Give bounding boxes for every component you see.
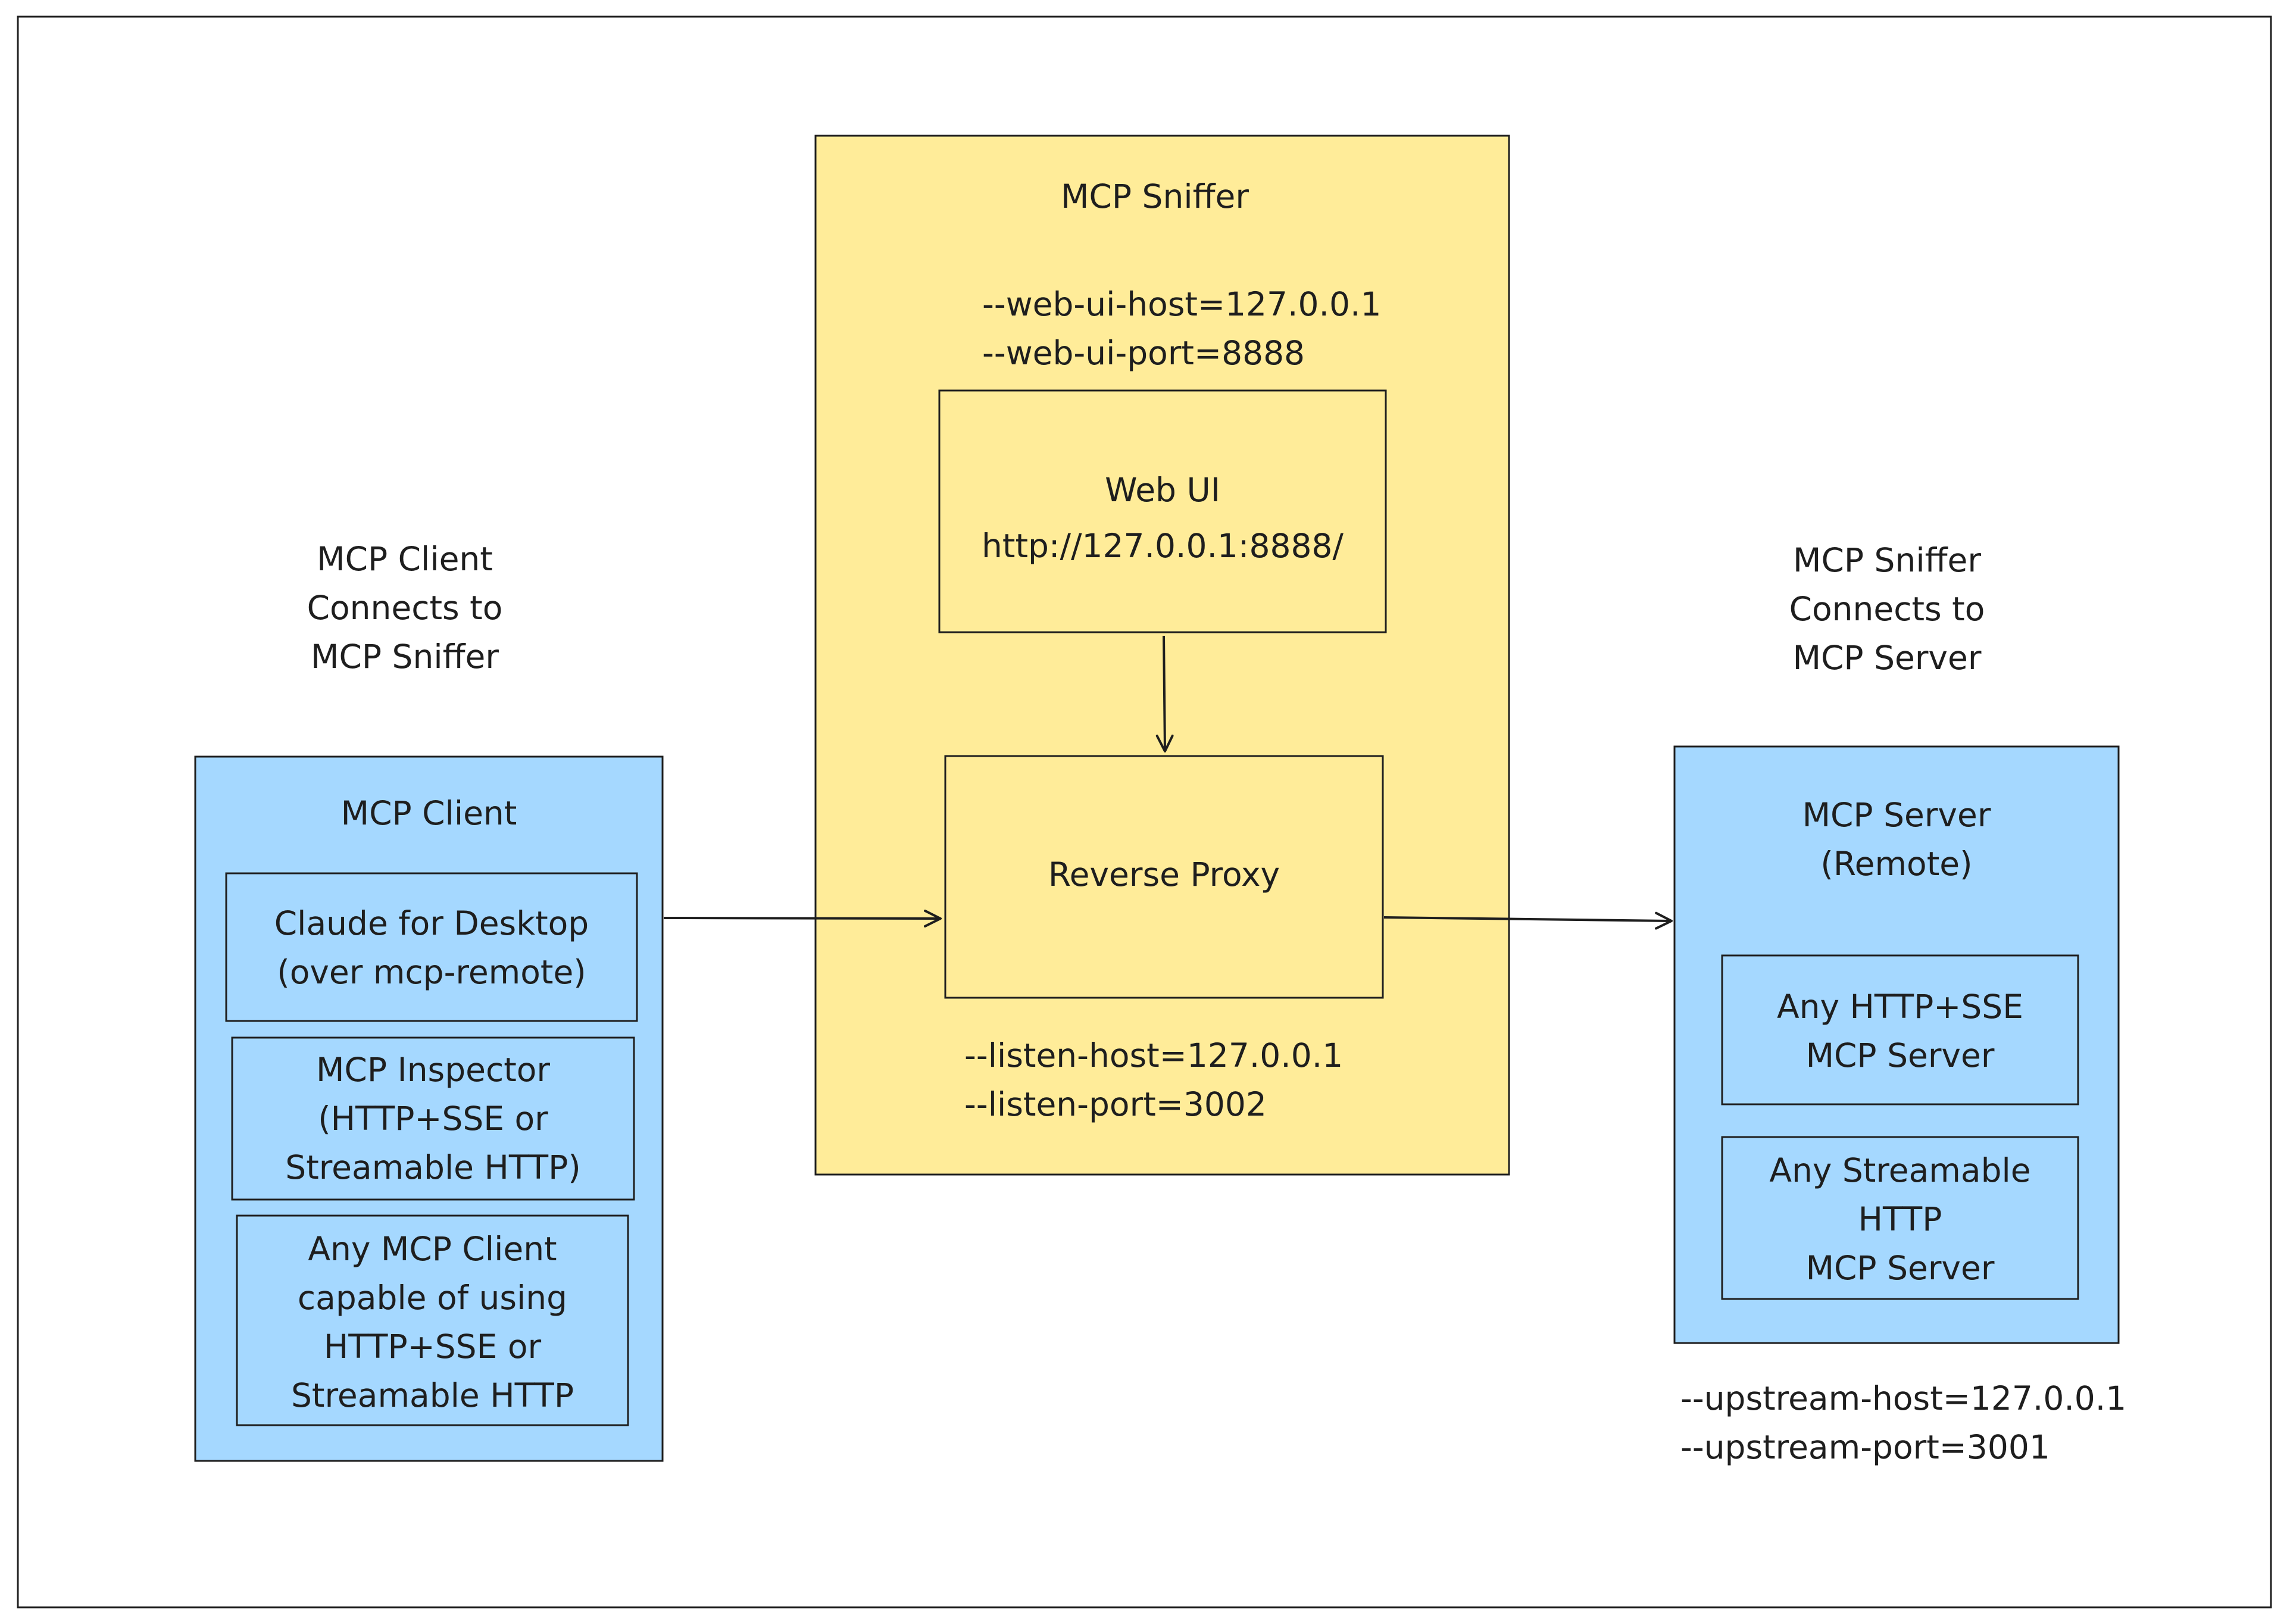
server-item: Any Streamable HTTP MCP Server (1722, 1146, 2078, 1292)
web-ui-url: http://127.0.0.1:8888/ (982, 527, 1344, 565)
web-ui-flags: --web-ui-host=127.0.0.1 --web-ui-port=88… (982, 280, 1381, 377)
server-note-line: Connects to (1789, 590, 1985, 628)
web-ui-title: Web UI (1105, 471, 1220, 509)
client-item-line: Claude for Desktop (274, 904, 589, 942)
client-connection-note: MCP Client Connects to MCP Sniffer (286, 535, 524, 681)
client-title-text: MCP Client (340, 794, 517, 832)
sniffer-title-text: MCP Sniffer (1061, 177, 1249, 216)
client-note-line: MCP Client (317, 540, 493, 578)
server-item-line: Any Streamable (1769, 1151, 2031, 1189)
client-item-line: Streamable HTTP) (285, 1148, 581, 1186)
listen-flags: --listen-host=127.0.0.1 --listen-port=30… (964, 1031, 1343, 1129)
server-item-box (1721, 954, 2079, 1105)
server-note-line: MCP Sniffer (1793, 541, 1981, 579)
client-item-line: Streamable HTTP (291, 1376, 574, 1414)
client-item-line: Any MCP Client (308, 1230, 557, 1268)
client-item-box (236, 1214, 629, 1426)
client-item: MCP Inspector (HTTP+SSE or Streamable HT… (232, 1045, 634, 1192)
server-item-box (1721, 1136, 2079, 1300)
sniffer-container (814, 135, 1510, 1176)
server-title: MCP Server (Remote) (1674, 791, 2119, 888)
server-note-line: MCP Server (1792, 639, 1982, 677)
web-ui-box (938, 389, 1387, 633)
client-item-line: (HTTP+SSE or (318, 1100, 548, 1138)
server-connection-note: MCP Sniffer Connects to MCP Server (1768, 536, 2006, 682)
web-ui-host-flag: --web-ui-host=127.0.0.1 (982, 285, 1382, 323)
server-title-line: MCP Server (1802, 796, 1991, 834)
arrow-proxy-to-server (1383, 911, 1673, 930)
server-item: Any HTTP+SSE MCP Server (1722, 982, 2078, 1080)
reverse-proxy-label: Reverse Proxy (945, 850, 1383, 899)
upstream-port-flag: --upstream-port=3001 (1680, 1428, 2050, 1466)
arrow-webui-to-proxy (1155, 635, 1174, 752)
upstream-flags: --upstream-host=127.0.0.1 --upstream-por… (1680, 1374, 2126, 1472)
server-title-line: (Remote) (1820, 845, 1973, 883)
client-item-box (225, 872, 638, 1022)
server-item-line: MCP Server (1805, 1036, 1995, 1075)
web-ui-port-flag: --web-ui-port=8888 (982, 334, 1305, 372)
outer-frame (17, 15, 2272, 1609)
server-item-line: HTTP (1858, 1200, 1942, 1238)
client-item-line: (over mcp-remote) (277, 953, 586, 991)
client-item-box (231, 1036, 635, 1201)
client-note-line: Connects to (307, 589, 503, 627)
listen-host-flag: --listen-host=127.0.0.1 (964, 1036, 1344, 1075)
arrow-client-to-proxy (663, 909, 942, 927)
listen-port-flag: --listen-port=3002 (964, 1085, 1267, 1123)
web-ui-label: Web UI http://127.0.0.1:8888/ (939, 462, 1386, 574)
client-item-line: capable of using (297, 1279, 568, 1317)
reverse-proxy-box (944, 755, 1384, 999)
upstream-host-flag: --upstream-host=127.0.0.1 (1680, 1379, 2127, 1417)
client-item: Claude for Desktop (over mcp-remote) (226, 899, 637, 997)
client-item-line: HTTP+SSE or (323, 1328, 542, 1366)
client-note-line: MCP Sniffer (311, 638, 499, 676)
client-title: MCP Client (195, 789, 663, 838)
client-item-line: MCP Inspector (315, 1051, 551, 1089)
client-item: Any MCP Client capable of using HTTP+SSE… (237, 1225, 628, 1420)
reverse-proxy-text: Reverse Proxy (1048, 855, 1280, 894)
sniffer-title: MCP Sniffer (816, 172, 1494, 221)
server-item-line: Any HTTP+SSE (1777, 988, 2023, 1026)
server-item-line: MCP Server (1805, 1249, 1995, 1287)
